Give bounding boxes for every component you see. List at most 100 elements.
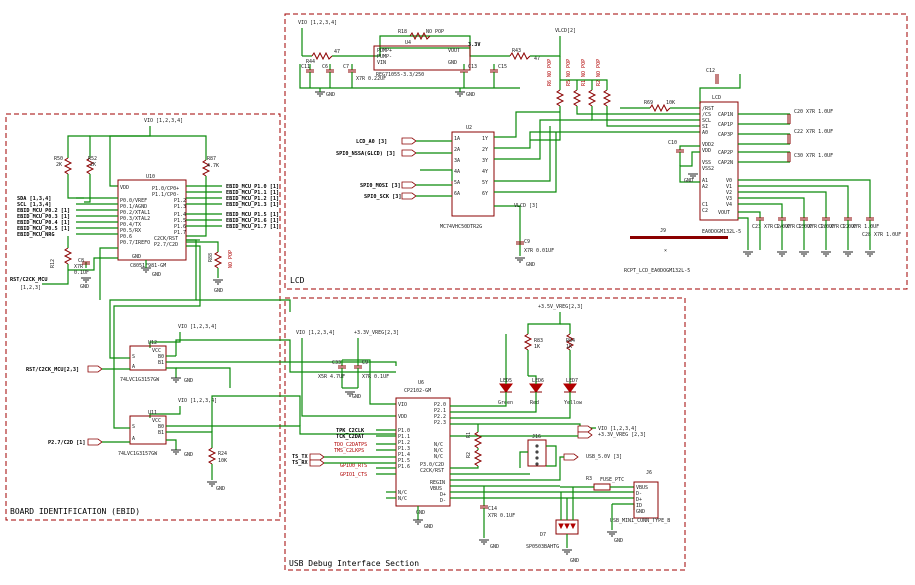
led5-icon (499, 383, 513, 393)
c8-label: C8 (78, 258, 84, 264)
u10-pin-p10: P1.0/CP0+ (152, 186, 179, 192)
u6-pin-nc2: N/C (398, 496, 407, 502)
u10-ref: U10 (146, 174, 155, 180)
r87-value: 4.7K (207, 163, 219, 169)
p10-net: EBID_MCU_P1.0 [1] (226, 184, 279, 190)
gnd-label: GND (684, 178, 693, 184)
led7-ref: LED7 (566, 378, 578, 384)
lcd-pin-a1: A1 (702, 178, 708, 184)
u4-pin-vin: VIN (377, 60, 386, 66)
u6-pin-p13: P1.3 (398, 446, 410, 452)
r88-ref: R88 (208, 253, 214, 262)
r84-value: 1K (566, 344, 572, 350)
p15-net: EBID_MCU_P1.5 [1] (226, 212, 279, 218)
u10-pin-p12: P1.2 (174, 198, 186, 204)
u10-pin-p07: P0.7/IREFO (120, 240, 150, 246)
p02-net: EBID_MCU_P0.2 [1] (17, 208, 70, 214)
lcd-pin-a0: A0 (702, 130, 708, 136)
lcd-module: LCD /RST /CS SCL SI A0 VDD2 VDD VSS VSS2… (668, 95, 901, 257)
u2-4y: 4Y (482, 169, 488, 175)
j9-ref: J9 (660, 228, 666, 234)
lcd-pin-cap1n: CAP1N (718, 112, 733, 118)
gnd-symbol (865, 251, 875, 257)
cap-c13: C13 (460, 64, 477, 88)
led5-ref: LED5 (500, 378, 512, 384)
u6-part: CP2102-GM (404, 388, 431, 394)
r24-ref: R24 (218, 451, 227, 457)
p11-net: EBID_MCU_P1.1 [1] (226, 190, 279, 196)
v33-vreg3-label: +3.3V_VREG [2,3] (598, 432, 646, 438)
u6-pin-nc-r3: N/C (434, 454, 443, 460)
gnd-symbol (843, 251, 853, 257)
u6-pin-p23: P2.3 (434, 420, 446, 426)
r50-value: 2K (56, 162, 62, 168)
c-top-label: C12 (706, 68, 715, 74)
lcd-ref: LCD (712, 95, 721, 101)
u12-b0: B0 (158, 354, 164, 360)
p12-net: EBID_MCU_P1.2 [1] (226, 196, 279, 202)
j6-pin-gnd: GND (636, 509, 645, 515)
gnd-symbol (799, 251, 809, 257)
led7-color: Yellow (564, 400, 583, 406)
u11-vcc: VCC (152, 418, 161, 424)
cap-c6: C6 (322, 64, 334, 88)
c8-value1: X7R (74, 264, 84, 270)
c8-value2: 0.1UF (74, 270, 89, 276)
vio-label-lcd: VIO [1,2,3,4] (298, 20, 337, 26)
gnd-symbol (171, 377, 181, 383)
vlcd3-label: VLCD [3] (514, 203, 538, 209)
r2-ref: R2 (466, 452, 472, 458)
c9-usb-value: X7R 0.1UF (362, 374, 389, 380)
u4-pin-pump-minus: PUMP- (377, 54, 392, 60)
u10-pin-p11: P1.1/CP0- (152, 192, 179, 198)
c9-lcd-label: C9 (524, 239, 530, 245)
r88-value: NO POP (228, 250, 234, 268)
usb-connector: R3 FUSE_PTC J6 VBUS D- D+ ID GND USB_MIN… (450, 470, 670, 564)
gnd-symbol (562, 549, 572, 555)
r12-ref: R12 (50, 259, 56, 268)
lcd-pin-vdd: VDD (702, 148, 711, 154)
lcd-pin-v4: V4 (726, 202, 732, 208)
gnd-symbol (821, 251, 831, 257)
u2-ref: U2 (466, 125, 472, 131)
c20-label: C20 X7R 1.0UF (794, 109, 833, 115)
r18-ref: R18 (398, 29, 407, 35)
c7-value: X7R 0.22UF (356, 76, 386, 82)
gnd-symbol (479, 539, 489, 545)
gnd-symbol (515, 257, 525, 263)
gnd-label: GND (352, 394, 361, 400)
u2-3y: 3Y (482, 158, 488, 164)
fuse-label: FUSE_PTC (600, 477, 624, 483)
u2-3a: 3A (454, 158, 460, 164)
u2-6y: 6Y (482, 191, 488, 197)
u4-pin-vout: VOUT (448, 48, 460, 54)
vlcd-label: VLCD[2] (555, 28, 576, 34)
u10-pin-c2ck: C2CK/RST (154, 236, 178, 242)
lcd-part: EA0DOGM132L-5 (702, 229, 741, 235)
lcd-pin-rst: /RST (702, 106, 714, 112)
c13-label: C13 (468, 64, 477, 70)
p13-net: EBID_MCU_P1.3 [1] (226, 202, 279, 208)
u10-pin-p01: P0.1/AGND (120, 204, 147, 210)
lcd-pin-v3: V3 (726, 196, 732, 202)
u10-pin-p17: P1.7 (174, 230, 186, 236)
j16-pin (535, 450, 539, 454)
u6-pin-vdd: VDD (398, 414, 407, 420)
u11-b1: B1 (158, 430, 164, 436)
c6-label: C6 (322, 64, 328, 70)
u10-pin-p03: P0.3/XTAL2 (120, 216, 150, 222)
r6-nopop: R6 NO POP (547, 59, 553, 86)
d7-diode-icon (570, 523, 576, 530)
u2-part: MC74VHC50DTR2G (440, 224, 482, 230)
lcd-pin-vout: VOUT (718, 210, 730, 216)
u2-buffer: U2 1A 2A 3A 4A 5A 6A 1Y 2Y 3Y 4Y 5Y 6Y M… (420, 111, 592, 268)
lcd-pin-a2: A2 (702, 184, 708, 190)
u12-s: S (132, 354, 135, 360)
j6-pin-id: ID (636, 503, 642, 509)
r69-value: 10K (666, 100, 675, 106)
u12-switch: VIO [1,2,3,4] U12 VCC B0 B1 S A 74LVC1G3… (26, 324, 397, 384)
c9-usb-label: C9 (362, 360, 368, 366)
r5-nopop: R5 NO POP (566, 59, 572, 86)
r1-ref: R1 (466, 432, 472, 438)
usb-5v-label: USB_5.0V [3] (586, 454, 622, 460)
